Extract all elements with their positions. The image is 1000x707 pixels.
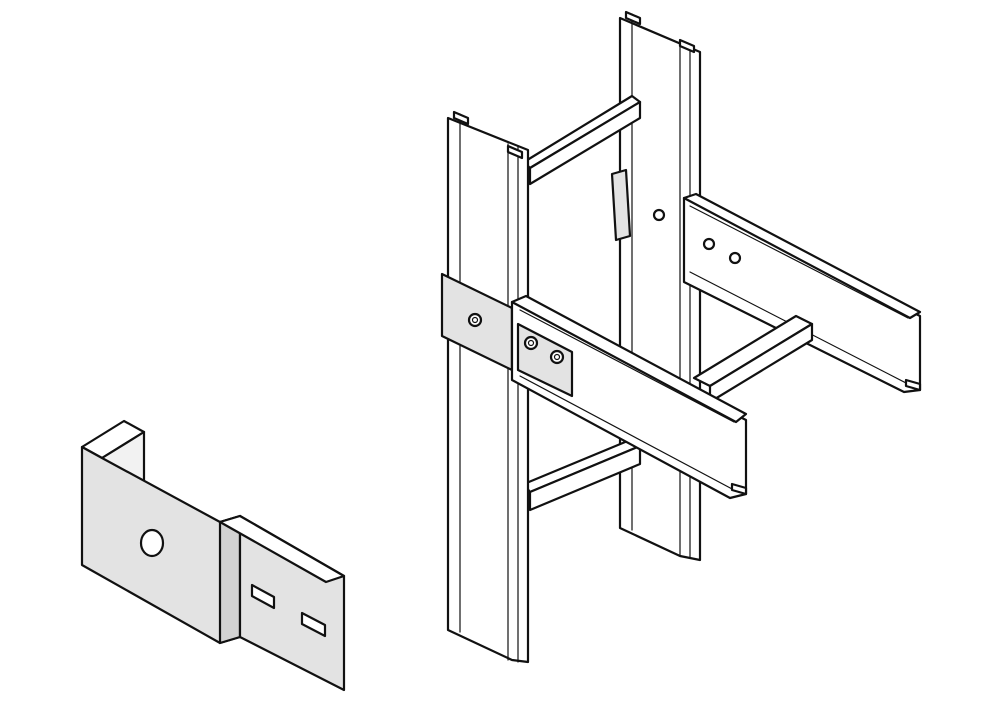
branch-rung	[692, 314, 814, 404]
branch-back-rail	[682, 192, 922, 394]
bracket-slot-hole-1	[250, 583, 276, 610]
nut-3	[549, 349, 565, 365]
mounting-bracket	[80, 419, 346, 692]
ladder-assembly	[440, 10, 922, 664]
upper-rung	[522, 94, 642, 186]
bracket-flange-side	[218, 514, 242, 645]
splice-plate-branch	[516, 322, 574, 398]
front-side-rail	[446, 110, 530, 664]
nut-1	[467, 312, 483, 328]
bolt-hole-1	[702, 237, 716, 251]
bracket-round-hole	[139, 528, 165, 558]
lower-rung	[522, 438, 642, 512]
bolt-hole-2	[728, 251, 742, 265]
nut-2	[523, 335, 539, 351]
bolt-hole-3	[652, 208, 666, 222]
back-side-rail	[618, 10, 702, 562]
bracket-flange-lip	[218, 514, 346, 584]
splice-tab	[610, 168, 632, 242]
bracket-slot-hole-2	[300, 611, 327, 638]
